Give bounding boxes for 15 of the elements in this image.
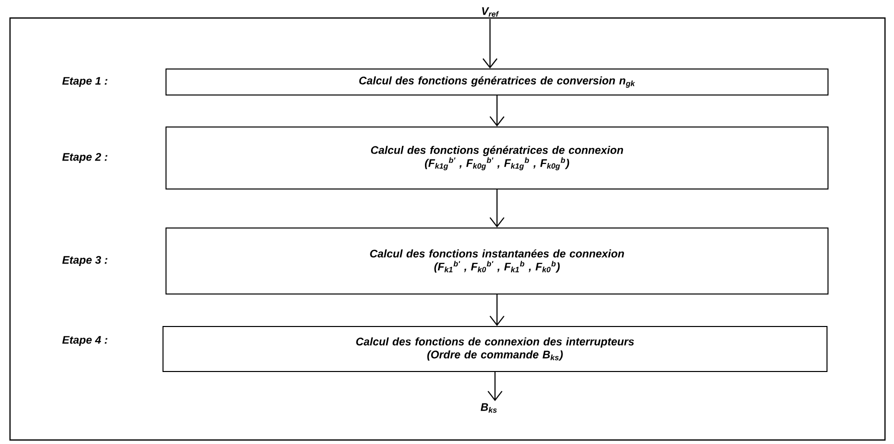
process-box: Calcul des fonctions génératrices de connexion (F$_{k1g}$$^{b'}$ , F$_{k0g}$$^{b'}$ , F$_{k1g}$$^{b}$ , F$_{k0g}$$^{b}$) xyxy=(166,126,828,190)
arrow xyxy=(490,294,504,326)
step-label: Etape 3 : xyxy=(62,256,108,266)
process-box: Calcul des fonctions instantanées de connexion (F$_{k1}$$^{b'}$ , F$_{k0}$$^{b'}$ , F$_{k1}$$^{b}$ , F$_{k0}$$^{b}$) xyxy=(166,228,828,294)
step-label: Etape 2 : xyxy=(62,153,108,163)
arrow xyxy=(482,18,498,68)
signal-label: B$_{ks}$ xyxy=(480,403,497,413)
arrow xyxy=(490,190,504,228)
process-box: Calcul des fonctions génératrices de conversion n$_{gk}$ xyxy=(166,68,828,96)
arrow xyxy=(488,372,502,402)
step-label: Etape 1 : xyxy=(62,77,108,87)
signal-label: V$_{ref}$ xyxy=(482,7,499,17)
step-label: Etape 4 : xyxy=(62,336,108,346)
process-box: Calcul des fonctions de connexion des interrupteurs (Ordre de commande B$_{ks}$) xyxy=(162,326,828,372)
arrow xyxy=(490,96,504,126)
